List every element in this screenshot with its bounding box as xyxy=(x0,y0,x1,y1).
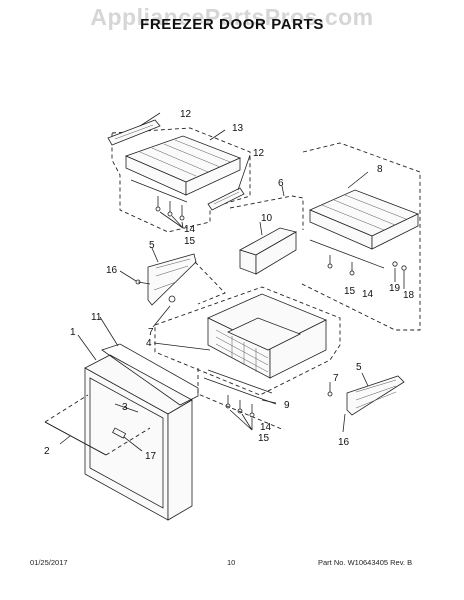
callout-1: 1 xyxy=(70,327,76,338)
upper-basket-part xyxy=(124,135,242,196)
callout-19: 19 xyxy=(389,283,401,294)
callout-8: 8 xyxy=(377,164,383,175)
center-bin-group-outline xyxy=(229,195,304,230)
divider-part xyxy=(238,227,298,275)
callout-2: 2 xyxy=(44,446,50,457)
right-rail-part xyxy=(309,239,385,269)
upper-screws xyxy=(155,196,185,221)
callout-3: 3 xyxy=(122,402,128,413)
callout-13: 13 xyxy=(232,123,244,134)
left-bracket-guide xyxy=(194,261,226,305)
main-drawer-outline xyxy=(154,286,341,396)
callout-4: 4 xyxy=(146,338,152,349)
right-basket-part xyxy=(308,189,420,250)
callout-14-upper: 14 xyxy=(184,224,196,235)
callout-12-upper: 12 xyxy=(180,109,192,120)
footer-page-number: 10 xyxy=(227,558,236,567)
right-basket-group-outline xyxy=(299,142,421,331)
callout-7-right: 7 xyxy=(333,373,339,384)
callout-14-right: 14 xyxy=(362,289,374,300)
callout-5-left: 5 xyxy=(149,240,155,251)
callout-9: 9 xyxy=(284,400,290,411)
left-slide-bracket-part xyxy=(135,253,197,306)
callout-6: 6 xyxy=(278,178,284,189)
callout-16-left: 16 xyxy=(106,265,118,276)
right-slide-bracket-part xyxy=(327,375,405,416)
upper-rail-part xyxy=(130,179,188,203)
callout-14-lower: 14 xyxy=(260,422,272,433)
lower-screws xyxy=(225,395,255,418)
callout-10: 10 xyxy=(261,213,273,224)
callout-11: 11 xyxy=(91,312,102,323)
diagram-title: FREEZER DOOR PARTS xyxy=(140,16,324,33)
callout-5-right: 5 xyxy=(356,362,362,373)
watermark: AppliancePartsPros.com xyxy=(90,4,374,30)
callout-12-right: 12 xyxy=(253,148,265,159)
callout-16-right: 16 xyxy=(338,437,350,448)
callout-15-right: 15 xyxy=(344,286,356,297)
right-handle-part xyxy=(207,187,245,211)
callout-17: 17 xyxy=(145,451,157,462)
upper-handle-part xyxy=(107,119,161,146)
leader-lines xyxy=(59,112,405,452)
footer-date: 01/25/2017 xyxy=(30,558,68,567)
freezer-door-part xyxy=(84,354,193,521)
main-drawer-part xyxy=(207,293,327,379)
callout-15-upper: 15 xyxy=(184,236,196,247)
lower-rail-part xyxy=(203,377,277,405)
callout-7-left: 7 xyxy=(148,327,154,338)
upper-basket-group-outline xyxy=(111,127,251,233)
callout-18: 18 xyxy=(403,290,415,301)
footer-part-number: Part No. W10643405 Rev. B xyxy=(318,558,413,567)
callout-15-lower: 15 xyxy=(258,433,270,444)
right-screws xyxy=(327,255,407,276)
